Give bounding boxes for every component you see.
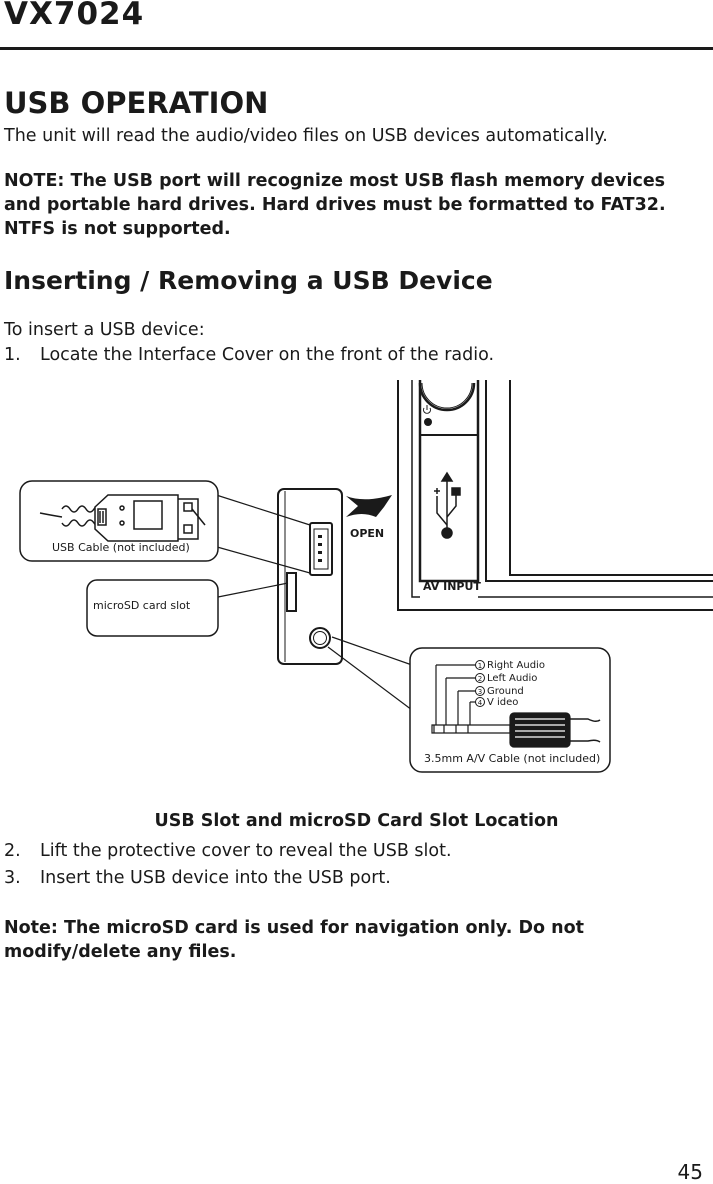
- pin-label: Left Audio: [487, 673, 537, 684]
- open-label: OPEN: [350, 527, 384, 540]
- section-title: USB OPERATION: [4, 86, 269, 120]
- pin-number: 3: [478, 688, 482, 696]
- microsd-callout: microSD card slot: [86, 579, 289, 637]
- step-1: 1. Locate the Interface Cover on the fron…: [4, 343, 494, 367]
- usb-cable-icon: [39, 494, 206, 542]
- step-2: 2. Lift the protective cover to reveal th…: [4, 839, 452, 863]
- subsection-title: Inserting / Removing a USB Device: [4, 266, 493, 295]
- av-cable-callout: 1 Right Audio 2 Left Audio 3 Ground 4 V …: [327, 636, 611, 773]
- pin-number: 4: [478, 699, 483, 707]
- step-number: 2.: [4, 841, 21, 861]
- pin-label: V ideo: [487, 697, 518, 708]
- interface-cover: [277, 488, 343, 665]
- step-number: 1.: [4, 345, 21, 365]
- usb-cable-callout: USB Cable (not included): [19, 480, 311, 574]
- usb-logo-icon: [434, 471, 461, 539]
- page-number: 45: [677, 1160, 703, 1184]
- pin-label: Ground: [487, 686, 524, 697]
- step-number: 3.: [4, 868, 21, 888]
- microsd-label: microSD card slot: [93, 599, 191, 612]
- power-led-icon: [424, 418, 432, 426]
- intro-text: The unit will read the audio/video files…: [4, 126, 608, 146]
- microsd-note: Note: The microSD card is used for navig…: [4, 918, 584, 962]
- radio-front-panel: [397, 380, 713, 611]
- usb-cable-label: USB Cable (not included): [52, 541, 190, 554]
- pin-number: 2: [478, 675, 482, 683]
- av-input-label: AV INPUT: [423, 580, 481, 593]
- pin-number: 1: [478, 662, 482, 670]
- av-plug-icon: [431, 664, 601, 748]
- pin-label: Right Audio: [487, 660, 545, 671]
- usb-note: NOTE: The USB port will recognize most U…: [4, 171, 666, 239]
- step-text: Locate the Interface Cover on the front …: [40, 345, 495, 365]
- step-text: Lift the protective cover to reveal the …: [40, 841, 452, 861]
- power-icon: [423, 405, 431, 414]
- usb-slot-diagram: AV INPUT OPEN: [19, 380, 713, 773]
- open-arrow-icon: [346, 495, 392, 517]
- step-text: Insert the USB device into the USB port.: [40, 868, 391, 888]
- pin-legend: 1 Right Audio 2 Left Audio 3 Ground 4 V …: [475, 660, 545, 708]
- header-rule: [0, 47, 713, 50]
- av-cable-label: 3.5mm A/V Cable (not included): [424, 752, 600, 765]
- model-number: VX7024: [4, 0, 145, 32]
- figure-caption: USB Slot and microSD Card Slot Location: [154, 811, 559, 831]
- lead-text: To insert a USB device:: [4, 320, 205, 340]
- power-knob: [418, 382, 476, 412]
- step-3: 3. Insert the USB device into the USB por…: [4, 866, 391, 890]
